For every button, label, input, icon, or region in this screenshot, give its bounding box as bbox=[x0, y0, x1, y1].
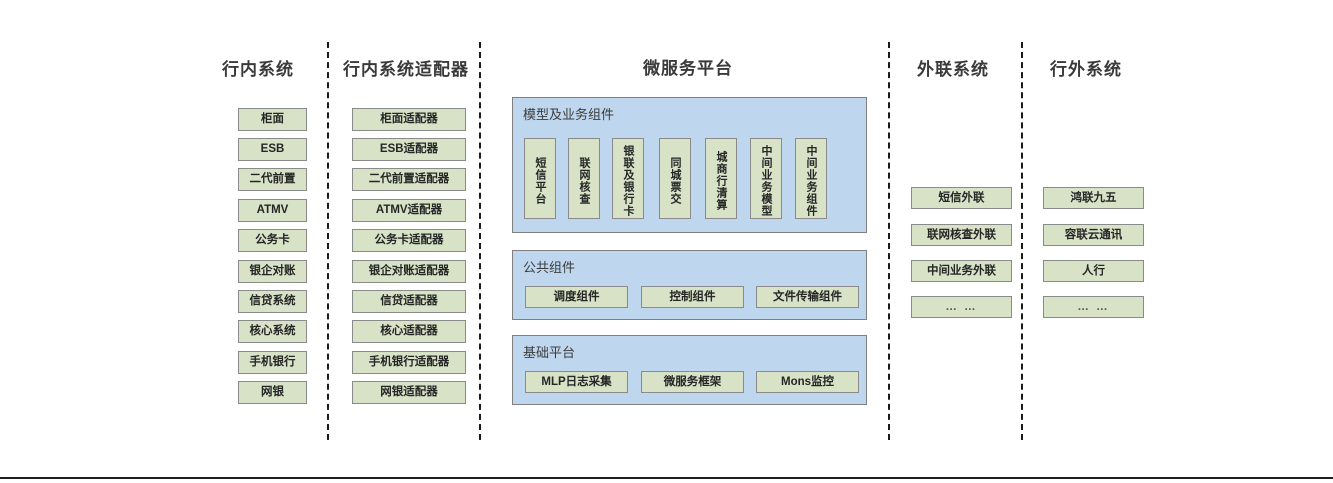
section-base-platform: 基础平台 bbox=[512, 335, 867, 405]
box-internal-adapter-10[interactable]: 网银适配器 bbox=[352, 381, 466, 404]
column-header-internal-adapters: 行内系统适配器 bbox=[343, 60, 469, 79]
box-model-component-3[interactable]: 银联及银行卡 bbox=[612, 138, 644, 219]
box-internal-adapter-8[interactable]: 核心适配器 bbox=[352, 320, 466, 343]
box-base-platform-2[interactable]: 微服务框架 bbox=[641, 371, 744, 393]
box-base-platform-3[interactable]: Mons监控 bbox=[756, 371, 859, 393]
box-internal-system-4[interactable]: ATMV bbox=[238, 199, 307, 222]
box-internal-system-9[interactable]: 手机银行 bbox=[238, 351, 307, 374]
column-separator-3 bbox=[888, 42, 890, 440]
column-header-microservice-platform: 微服务平台 bbox=[643, 59, 733, 78]
box-internal-adapter-7[interactable]: 信贷适配器 bbox=[352, 290, 466, 313]
box-outside-bank-1[interactable]: 鸿联九五 bbox=[1043, 187, 1144, 209]
box-internal-system-5[interactable]: 公务卡 bbox=[238, 229, 307, 252]
section-label-base-platform: 基础平台 bbox=[523, 345, 576, 360]
box-internal-adapter-9[interactable]: 手机银行适配器 bbox=[352, 351, 466, 374]
box-public-component-1[interactable]: 调度组件 bbox=[525, 286, 628, 308]
column-header-external-link-systems: 外联系统 bbox=[917, 60, 989, 79]
box-external-link-1[interactable]: 短信外联 bbox=[911, 187, 1012, 209]
box-model-component-7[interactable]: 中间业务组件 bbox=[795, 138, 827, 219]
box-outside-bank-4[interactable]: … … bbox=[1043, 296, 1144, 318]
column-separator-2 bbox=[479, 42, 481, 440]
page-bottom-rule bbox=[0, 477, 1333, 479]
box-base-platform-1[interactable]: MLP日志采集 bbox=[525, 371, 628, 393]
box-internal-system-6[interactable]: 银企对账 bbox=[238, 260, 307, 283]
box-internal-system-7[interactable]: 信贷系统 bbox=[238, 290, 307, 313]
box-internal-system-3[interactable]: 二代前置 bbox=[238, 168, 307, 191]
box-public-component-3[interactable]: 文件传输组件 bbox=[756, 286, 859, 308]
column-header-outside-bank-systems: 行外系统 bbox=[1050, 60, 1122, 79]
box-internal-adapter-2[interactable]: ESB适配器 bbox=[352, 138, 466, 161]
box-external-link-4[interactable]: … … bbox=[911, 296, 1012, 318]
section-label-model-business-components: 模型及业务组件 bbox=[523, 107, 615, 122]
box-public-component-2[interactable]: 控制组件 bbox=[641, 286, 744, 308]
box-outside-bank-3[interactable]: 人行 bbox=[1043, 260, 1144, 282]
box-external-link-2[interactable]: 联网核查外联 bbox=[911, 224, 1012, 246]
box-internal-system-10[interactable]: 网银 bbox=[238, 381, 307, 404]
box-outside-bank-2[interactable]: 容联云通讯 bbox=[1043, 224, 1144, 246]
box-model-component-1[interactable]: 短信平台 bbox=[524, 138, 556, 219]
box-model-component-2[interactable]: 联网核查 bbox=[568, 138, 600, 219]
box-internal-adapter-5[interactable]: 公务卡适配器 bbox=[352, 229, 466, 252]
box-internal-system-2[interactable]: ESB bbox=[238, 138, 307, 161]
box-internal-adapter-6[interactable]: 银企对账适配器 bbox=[352, 260, 466, 283]
column-separator-1 bbox=[327, 42, 329, 440]
section-label-public-components: 公共组件 bbox=[523, 260, 576, 275]
box-internal-system-8[interactable]: 核心系统 bbox=[238, 320, 307, 343]
box-model-component-6[interactable]: 中间业务模型 bbox=[750, 138, 782, 219]
box-internal-adapter-4[interactable]: ATMV适配器 bbox=[352, 199, 466, 222]
box-internal-adapter-3[interactable]: 二代前置适配器 bbox=[352, 168, 466, 191]
box-internal-adapter-1[interactable]: 柜面适配器 bbox=[352, 108, 466, 131]
box-model-component-5[interactable]: 城商行清算 bbox=[705, 138, 737, 219]
column-separator-4 bbox=[1021, 42, 1023, 440]
section-public-components: 公共组件 bbox=[512, 250, 867, 320]
box-model-component-4[interactable]: 同城票交 bbox=[659, 138, 691, 219]
box-external-link-3[interactable]: 中间业务外联 bbox=[911, 260, 1012, 282]
box-internal-system-1[interactable]: 柜面 bbox=[238, 108, 307, 131]
column-header-internal-systems: 行内系统 bbox=[222, 60, 294, 79]
